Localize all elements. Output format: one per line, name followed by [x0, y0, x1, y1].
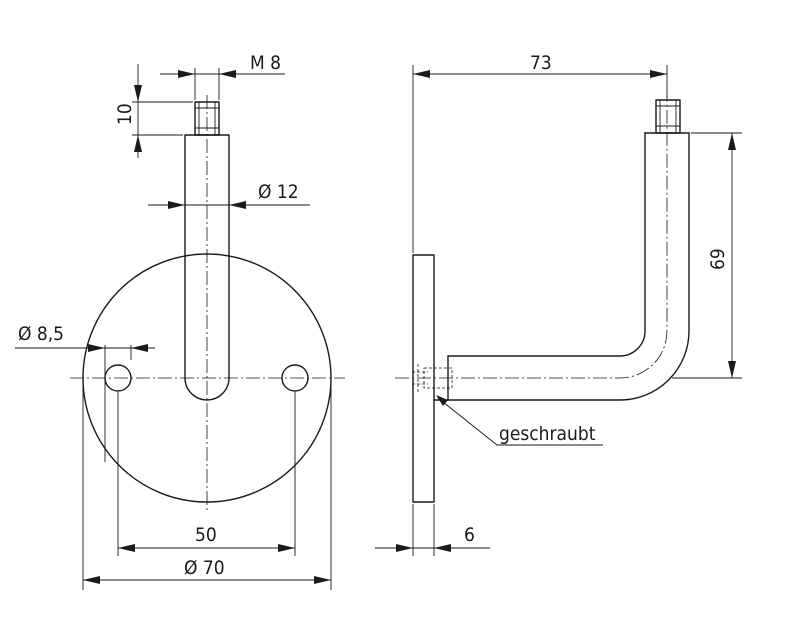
bent-rod-inner [447, 132, 646, 357]
dim-thread: M 8 [250, 52, 281, 74]
dim-thread-length: 10 [114, 103, 136, 125]
dim-hole-diameter: Ø 8,5 [18, 323, 64, 345]
dim-plate-thickness: 6 [464, 524, 475, 546]
dim-hole-spacing: 50 [195, 524, 217, 546]
threaded-stud-side [655, 99, 681, 134]
leader-line [437, 397, 603, 446]
dim-plate-diameter: Ø 70 [184, 557, 225, 579]
base-plate-side [412, 254, 435, 503]
note-joint: geschraubt [499, 423, 596, 445]
hidden-screw [423, 367, 453, 389]
dim-height: 69 [707, 248, 729, 270]
dim-projection: 73 [530, 52, 552, 74]
front-view: M 8 10 Ø 12 Ø 8,5 50 Ø 70 [15, 52, 345, 590]
support-rod [184, 134, 230, 401]
side-view: 73 69 6 geschraubt [375, 52, 742, 556]
rod-centerline [395, 95, 668, 379]
bent-rod-outer [433, 132, 690, 401]
dim-rod-diameter: Ø 12 [258, 181, 299, 203]
